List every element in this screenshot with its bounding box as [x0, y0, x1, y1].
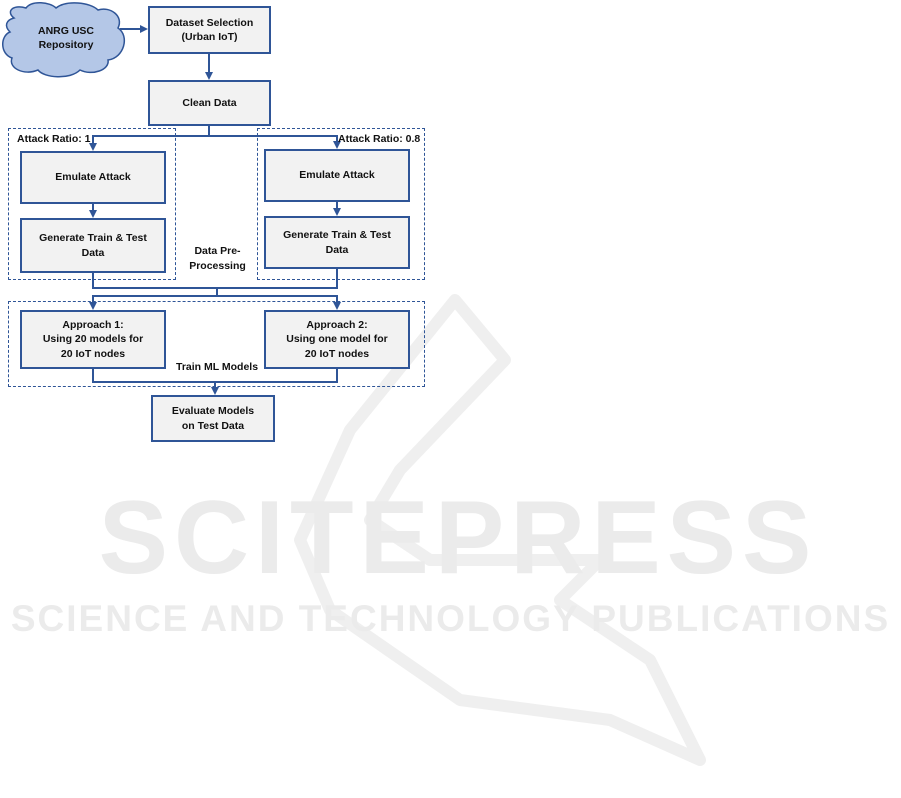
approach-1-title: Approach 1:: [62, 319, 124, 332]
attack-ratio-1-group: [8, 128, 176, 280]
line-approach2-merge: [215, 369, 338, 383]
right-emulate-attack-box: Emulate Attack: [264, 149, 410, 202]
arrow-merge-approach2: [217, 295, 341, 310]
dataset-selection-box: Dataset Selection (Urban IoT): [148, 6, 271, 54]
approach-2-box: Approach 2: Using one model for 20 IoT n…: [264, 310, 410, 369]
repository-cloud-label: ANRG USC Repository: [18, 24, 114, 52]
arrow-merge-approach1: [89, 295, 217, 310]
watermark-subtitle: SCIENCE AND TECHNOLOGY PUBLICATIONS: [10, 598, 891, 639]
left-generate-data-box: Generate Train & Test Data: [20, 218, 166, 273]
approach-1-line-3: 20 IoT nodes: [60, 347, 126, 360]
attack-ratio-1-label: Attack Ratio: 1: [17, 133, 91, 145]
approach-1-box: Approach 1: Using 20 models for 20 IoT n…: [20, 310, 166, 369]
approach-1-line-2: Using 20 models for: [42, 333, 144, 346]
train-ml-models-group: [8, 301, 425, 387]
repository-subtitle: Repository: [38, 39, 94, 52]
left-generate-data-label-2: Data: [81, 246, 105, 259]
dataset-selection-sublabel: (Urban IoT): [181, 31, 238, 43]
left-generate-data-label: Generate Train & Test: [39, 232, 147, 245]
evaluate-models-label-2: on Test Data: [181, 419, 245, 432]
watermark-title: SCITEPRESS: [98, 480, 818, 596]
line-split-left: [89, 135, 209, 151]
right-generate-data-label: Generate Train & Test: [283, 229, 391, 242]
repository-cloud-shape: [2, 2, 126, 78]
line-approach1-merge: [92, 369, 215, 383]
data-preprocessing-label-1: Data Pre-: [194, 245, 241, 257]
approach-2-line-2: Using one model for: [286, 333, 388, 346]
right-generate-data-box: Generate Train & Test Data: [264, 216, 410, 269]
approach-2-title: Approach 2:: [306, 319, 368, 332]
attack-ratio-08-group: [257, 128, 425, 280]
line-right-generate-merge: [217, 269, 338, 289]
clean-data-box: Clean Data: [148, 80, 271, 126]
data-preprocessing-label: Data Pre- Processing: [180, 244, 255, 273]
clean-data-label: Clean Data: [182, 96, 237, 109]
dataset-selection-label: Dataset Selection: [165, 16, 254, 29]
evaluate-models-label: Evaluate Models: [171, 405, 255, 418]
approach-2-line-3: 20 IoT nodes: [304, 347, 370, 360]
train-ml-models-label: Train ML Models: [176, 361, 259, 373]
attack-ratio-08-label: Attack Ratio: 0.8: [338, 133, 421, 145]
line-split-right: [209, 135, 341, 149]
right-generate-data-label-2: Data: [325, 243, 349, 256]
left-emulate-attack-label: Emulate Attack: [55, 171, 131, 184]
data-preprocessing-label-2: Processing: [189, 259, 246, 272]
repository-name: ANRG USC: [37, 25, 94, 37]
right-emulate-attack-label: Emulate Attack: [299, 169, 375, 182]
evaluate-models-box: Evaluate Models on Test Data: [151, 395, 275, 442]
line-left-generate-merge: [92, 273, 217, 289]
left-emulate-attack-box: Emulate Attack: [20, 151, 166, 204]
